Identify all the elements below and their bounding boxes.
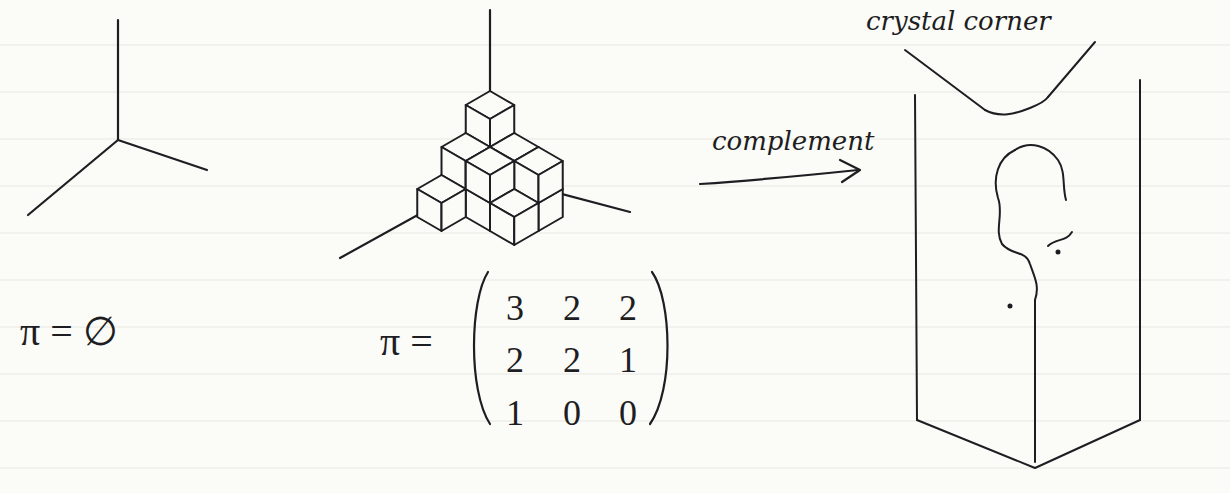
axis-line (117, 20, 119, 140)
notebook-rules (0, 45, 1230, 468)
corner-cutout (1048, 232, 1072, 246)
corner-rim (985, 97, 1048, 114)
axis-line (118, 140, 207, 170)
matrix-entry: 1 (506, 395, 524, 431)
cube-edge (917, 420, 1140, 468)
arrow-label: complement (712, 128, 874, 154)
notebook-rule (0, 421, 1230, 422)
notebook-rule (0, 139, 1230, 140)
cube-edge (915, 95, 917, 420)
stack-axes (340, 10, 630, 258)
cube-stack (417, 91, 562, 245)
notebook-rule (0, 186, 1230, 187)
cube-face (514, 203, 538, 245)
cube-face (466, 161, 490, 203)
cube-edge (1139, 80, 1141, 420)
empty-axes (28, 20, 207, 215)
matrix-entry: 3 (506, 290, 524, 326)
matrix-entry: 0 (619, 395, 637, 431)
notebook-rule (0, 92, 1230, 93)
corner-dot (1009, 305, 1012, 308)
notebook-rule (0, 45, 1230, 46)
matrix-entry: 2 (506, 342, 524, 378)
notebook-rule (0, 327, 1230, 328)
matrix-entry: 2 (563, 290, 581, 326)
right-parenthesis (650, 272, 668, 424)
cube-edge (1048, 42, 1095, 97)
arrow-head (840, 160, 860, 182)
notebook-rule (0, 280, 1230, 281)
partition-formula: π = ∅ (20, 312, 118, 352)
notebook-rule (0, 374, 1230, 375)
matrix-entry: 2 (563, 342, 581, 378)
corner-cutout (996, 150, 1037, 300)
partition-formula: π = (380, 322, 433, 362)
cube-edge (905, 50, 985, 110)
figure-label: crystal corner (866, 8, 1051, 34)
crystal-corner-sketch (905, 42, 1140, 468)
matrix-entry: 0 (563, 395, 581, 431)
matrix-entry: 1 (619, 342, 637, 378)
left-parenthesis (474, 272, 490, 424)
cube-face (417, 189, 441, 231)
arrow-shaft (700, 170, 858, 184)
corner-dot (1057, 251, 1060, 254)
cube-face (442, 189, 466, 231)
matrix-entry: 2 (619, 290, 637, 326)
notebook-rule (0, 233, 1230, 234)
cube-face (538, 161, 562, 203)
axis-line (28, 140, 118, 215)
cube-face (490, 203, 514, 245)
cube-edge (1034, 300, 1036, 462)
complement-arrow (700, 160, 860, 184)
corner-cutout (1015, 145, 1066, 200)
notebook-rule (0, 468, 1230, 469)
